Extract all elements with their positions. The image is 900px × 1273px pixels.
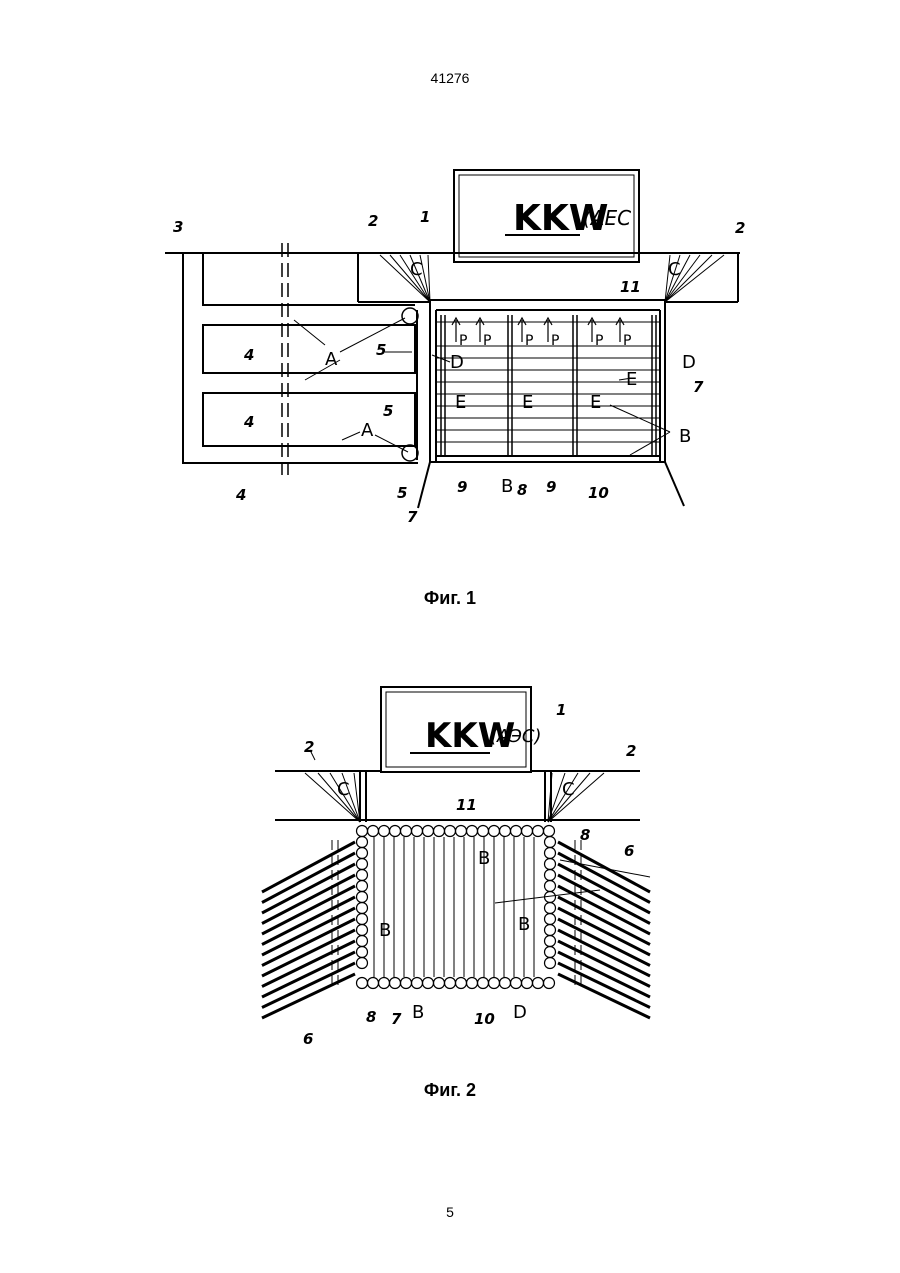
fig2-label-2a: 2: [304, 738, 314, 756]
fig2-label-C2: C: [562, 779, 575, 800]
label-9a: 9: [457, 478, 467, 496]
plant-label-sub: (AEC: [583, 206, 631, 230]
label-E4: E: [626, 369, 637, 390]
label-P6: P: [623, 333, 631, 349]
label-4c: 4: [235, 486, 246, 504]
label-C2: C: [668, 259, 681, 280]
label-D2: D: [682, 352, 696, 373]
label-5a: 5: [376, 341, 386, 359]
label-8: 8: [517, 481, 527, 499]
fig2-label-11: 11: [456, 796, 477, 814]
label-P1: P: [459, 333, 467, 349]
plant-label-sub-2: (AЭС): [490, 726, 542, 747]
label-Bb: B: [679, 426, 691, 447]
label-D1: D: [450, 352, 464, 373]
label-P5: P: [595, 333, 603, 349]
figure-1-drawing: KKW (AEC 1 2 2 3 4 4 4 5 5 5 7 7 8 9 9 1…: [0, 0, 900, 560]
label-3: 3: [173, 218, 183, 236]
label-5c: 5: [397, 484, 407, 502]
fig2-label-D: D: [513, 1002, 527, 1023]
fig2-label-C1: C: [337, 779, 350, 800]
page-number: 5: [0, 1204, 900, 1220]
label-5b: 5: [383, 402, 393, 420]
label-9b: 9: [546, 478, 556, 496]
fig2-label-8a: 8: [366, 1008, 376, 1026]
label-E2: E: [522, 392, 533, 413]
fig2-label-6a: 6: [624, 842, 634, 860]
label-2b: 2: [735, 219, 745, 237]
label-10: 10: [588, 484, 609, 502]
fig2-label-2b: 2: [626, 742, 636, 760]
label-4a: 4: [243, 346, 254, 364]
fig2-label-7: 7: [391, 1010, 402, 1028]
label-C1: C: [410, 259, 423, 280]
label-4b: 4: [243, 413, 254, 431]
fig2-label-B3: B: [518, 914, 530, 935]
fig2-label-10: 10: [474, 1010, 495, 1028]
label-P3: P: [525, 333, 533, 349]
fig2-label-B4: B: [412, 1002, 424, 1023]
label-A1: A: [325, 349, 338, 370]
label-Ba: B: [501, 476, 513, 497]
label-11: 11: [620, 278, 641, 296]
label-2a: 2: [368, 212, 378, 230]
label-P4: P: [551, 333, 559, 349]
fig2-label-B2: B: [379, 920, 391, 941]
figure-2-caption: Фиг. 2: [0, 1080, 900, 1101]
fig2-label-1: 1: [556, 701, 566, 719]
label-7b: 7: [693, 378, 704, 396]
figure-2-drawing: KKW (AЭС) 1 2 2 6 6 7 8 8 10 11 B B B B …: [0, 660, 900, 1070]
figure-1-caption: Фиг. 1: [0, 588, 900, 609]
label-7a: 7: [407, 508, 418, 526]
fig2-label-8b: 8: [580, 826, 590, 844]
label-E1: E: [455, 392, 466, 413]
label-1: 1: [420, 208, 430, 226]
fig2-label-6b: 6: [303, 1030, 313, 1048]
fig2-label-B1: B: [478, 848, 490, 869]
label-E3: E: [590, 392, 601, 413]
label-A2: A: [361, 420, 374, 441]
label-P2: P: [483, 333, 491, 349]
